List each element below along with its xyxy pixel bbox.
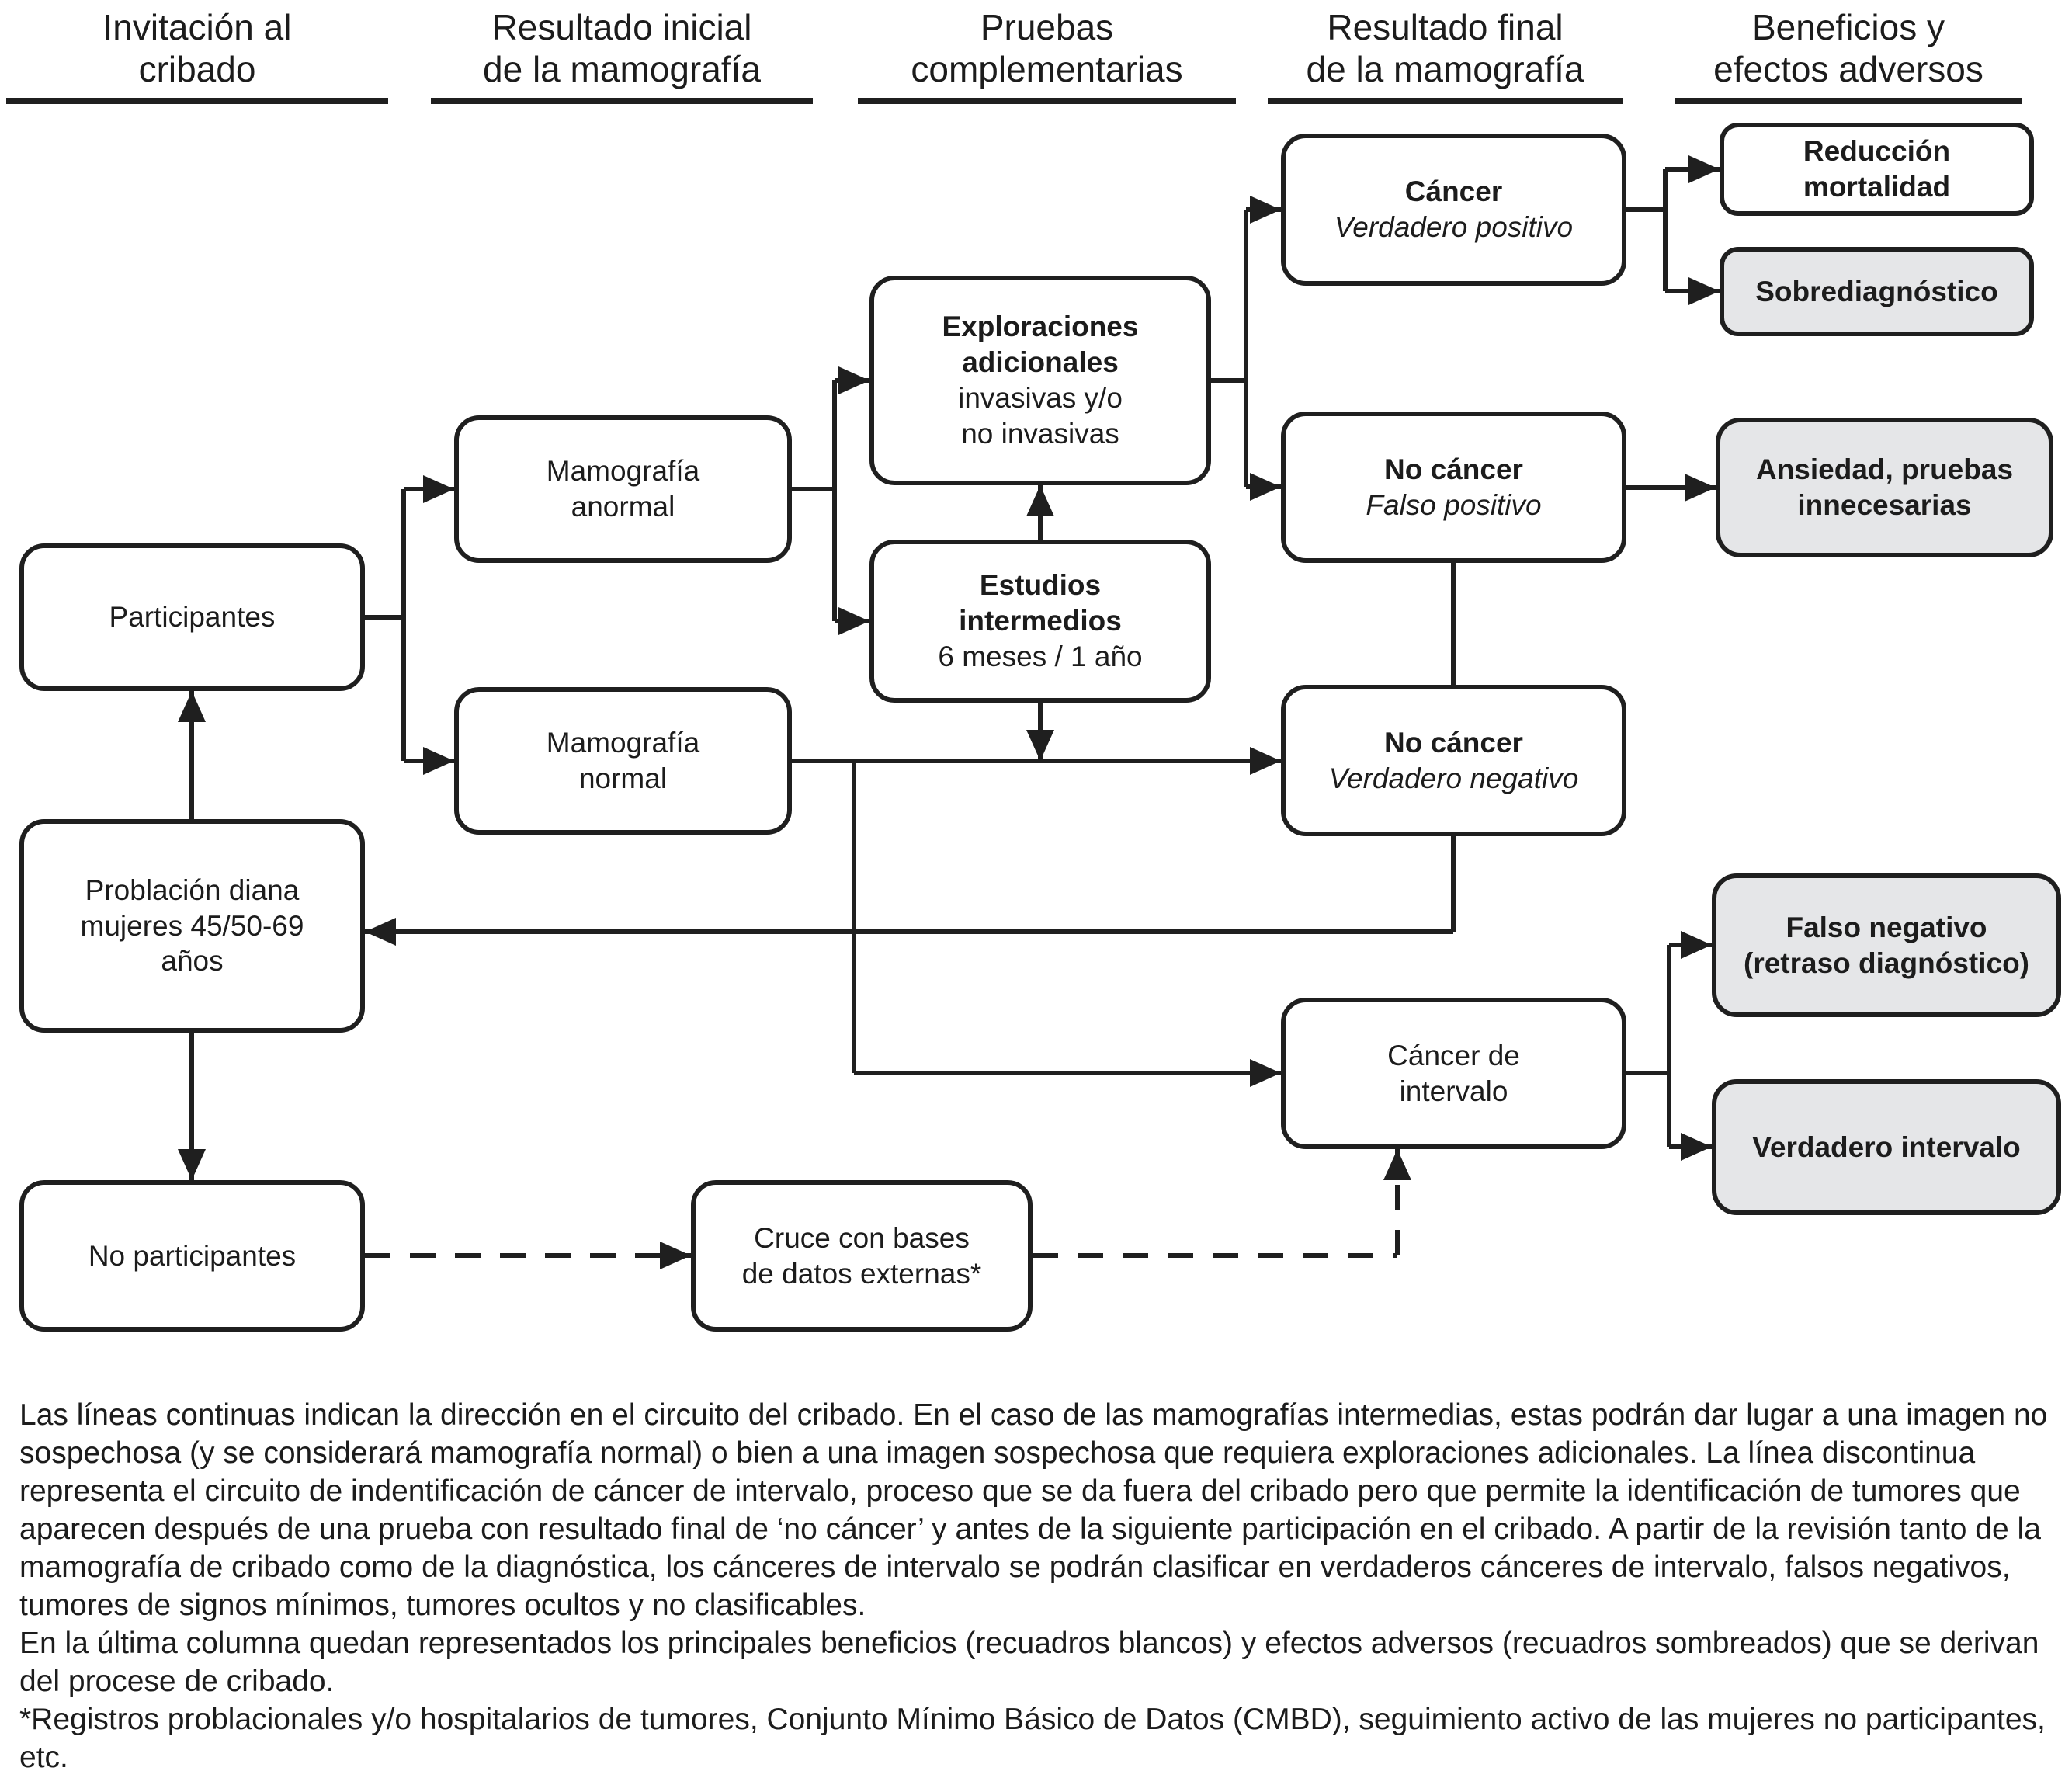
caption-paragraph-footnote: *Registros problacionales y/o hospitalar… [19,1703,2046,1774]
column-header-line: Resultado inicial [491,7,752,48]
node-label: Mamografía [546,727,700,759]
node-label: Verdadero intervalo [1752,1130,2021,1163]
node-label: Cáncer de [1387,1039,1520,1071]
node-reduccion-mortalidad: Reducción mortalidad [1720,123,2034,216]
node-label: Participantes [109,601,276,634]
node-cancer-de-intervalo: Cáncer de intervalo [1281,998,1626,1149]
node-label: mujeres 45/50-69 [80,909,304,942]
node-label: no invasivas [961,417,1119,450]
node-no-cancer-verdadero-negativo: No cáncer Verdadero negativo [1281,685,1626,836]
node-cancer-verdadero-positivo: Cáncer Verdadero positivo [1281,134,1626,286]
dashed-connectors [365,1149,1411,1269]
node-label: Ansiedad, pruebas [1755,453,2014,486]
figure-caption: Las líneas continuas indican la direcció… [19,1396,2060,1776]
column-header-line: Resultado final [1327,7,1564,48]
node-no-cancer-falso-positivo: No cáncer Falso positivo [1281,412,1626,563]
column-header-pruebas-complementarias: Pruebas complementarias [858,7,1236,104]
node-label: Verdadero positivo [1334,211,1574,243]
caption-paragraph-columns: En la última columna quedan representado… [19,1627,2039,1698]
column-header-line: efectos adversos [1713,48,1983,89]
node-label: Mamografía [546,455,700,488]
caption-paragraph-lines: Las líneas continuas indican la direcció… [19,1398,2048,1622]
node-label: (retraso diagnóstico) [1744,946,2029,979]
node-label: innecesarias [1797,489,1972,521]
node-cruce-bases-datos: Cruce con bases de datos externas* [691,1180,1033,1332]
node-label: anormal [571,491,675,523]
node-estudios-intermedios: Estudios intermedios 6 meses / 1 año [869,540,1211,703]
node-mamografia-normal: Mamografía normal [454,687,792,835]
column-header-line: complementarias [911,48,1183,89]
node-label: Estudios [979,569,1102,602]
node-poblacion-diana: Problación diana mujeres 45/50-69 años [19,819,365,1033]
column-header-invitacion-cribado: Invitación al cribado [6,7,388,104]
node-label: Reducción [1803,135,1951,168]
node-label: No cáncer [1384,726,1523,759]
node-label: adicionales [962,346,1119,379]
node-label: invasivas y/o [958,382,1123,414]
node-participantes: Participantes [19,543,365,691]
node-label: años [161,945,224,978]
node-label: No cáncer [1384,453,1523,485]
node-label: Exploraciones [942,311,1139,343]
column-header-line: de la mamografía [1306,48,1584,89]
column-header-line: Pruebas [980,7,1114,48]
node-label: mortalidad [1803,171,1951,203]
node-label: Sobrediagnóstico [1755,275,1998,307]
node-sobrediagnostico: Sobrediagnóstico [1720,247,2034,336]
node-label: intervalo [1399,1075,1508,1107]
column-header-resultado-final: Resultado final de la mamografía [1268,7,1623,104]
column-header-line: de la mamografía [483,48,761,89]
node-ansiedad-pruebas-innecesarias: Ansiedad, pruebas innecesarias [1716,418,2053,557]
column-header-line: Beneficios y [1751,7,1945,48]
column-header-beneficios-efectos: Beneficios y efectos adversos [1675,7,2022,104]
node-falso-negativo: Falso negativo (retraso diagnóstico) [1712,873,2061,1017]
solid-connectors [178,155,1720,1180]
column-header-line: Invitación al [102,7,292,48]
column-header-resultado-inicial: Resultado inicial de la mamografía [431,7,813,104]
node-label: Cruce con bases [754,1221,970,1254]
node-label: de datos externas* [741,1257,982,1290]
node-label: intermedios [959,605,1122,637]
node-label: Problación diana [85,873,300,906]
node-label: 6 meses / 1 año [938,640,1143,672]
node-label: Verdadero negativo [1328,762,1579,794]
node-label: normal [578,762,668,794]
node-mamografia-anormal: Mamografía anormal [454,415,792,563]
node-verdadero-intervalo: Verdadero intervalo [1712,1079,2061,1215]
node-label: Falso negativo [1786,911,1987,943]
node-no-participantes: No participantes [19,1180,365,1332]
node-label: No participantes [88,1239,297,1272]
node-label: Cáncer [1404,175,1503,208]
column-header-line: cribado [138,48,256,89]
node-label: Falso positivo [1366,488,1542,521]
node-exploraciones-adicionales: Exploraciones adicionales invasivas y/o … [869,276,1211,485]
